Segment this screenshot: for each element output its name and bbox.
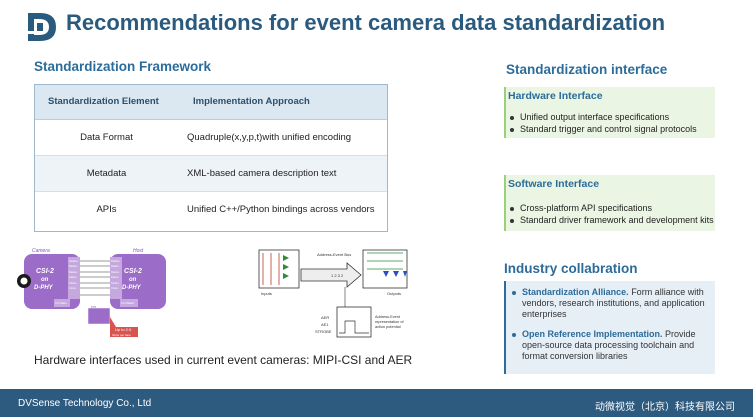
industry-box: Standardization Alliance. Form alliance …	[504, 281, 715, 374]
figure-caption: Hardware interfaces used in current even…	[34, 353, 413, 367]
bus-digits: 1 2 3 2	[331, 273, 344, 278]
csi-text: on	[129, 277, 137, 283]
input-neurons	[283, 255, 289, 279]
mipi-csi-diagram: Camera Host CSI-2 on D-PHY CSI-2 on D-PH…	[17, 248, 166, 337]
cci-master-block	[120, 299, 138, 307]
interface-heading: Standardization interface	[506, 62, 668, 77]
input-lines	[262, 253, 280, 285]
strobe-waveform	[339, 320, 369, 334]
signal-label: AE1	[321, 322, 329, 327]
list-item: Unified output interface specifications	[508, 112, 715, 124]
page-title: Recommendations for event camera data st…	[66, 10, 666, 35]
signal-block	[336, 306, 372, 338]
list-item: Open Reference Implementation. Provide o…	[510, 329, 711, 362]
hardware-interface-list: Unified output interface specifications …	[506, 102, 715, 135]
bandwidth-note: Up to 2.5	[115, 327, 132, 332]
signal-label: AER	[321, 315, 329, 320]
csi-text: CSI-2	[36, 268, 54, 275]
table-cell: Quadruple(x,y,p,t)with unified encoding	[179, 119, 387, 156]
table-row: APIs Unified C++/Python bindings across …	[34, 192, 387, 228]
hardware-interface-title: Hardware Interface	[508, 90, 603, 102]
lane-label: DataN-	[111, 264, 119, 268]
industry-item-text: Form alliance with vendors, research ins…	[522, 287, 705, 319]
table-cell: Metadata	[34, 155, 179, 192]
column-header: Standardization Element	[34, 84, 179, 120]
lane-label: DataN+	[69, 259, 78, 263]
cci-bus-block	[87, 307, 111, 325]
host-block	[110, 254, 166, 309]
cci-slave-label: CCI Slave	[55, 301, 67, 305]
csi-text: CSI-2	[124, 268, 142, 275]
output-neurons	[383, 271, 407, 277]
framework-table: Standardization Element Implementation A…	[34, 84, 387, 227]
bus-arrow	[300, 262, 362, 288]
aer-note: Address-Event	[375, 315, 401, 319]
software-interface-list: Cross-platform API specifications Standa…	[506, 190, 715, 226]
footer-company-en: DVSense Technology Co., Ltd	[18, 398, 152, 409]
framework-heading: Standardization Framework	[34, 59, 212, 74]
lane-label: Clock-	[69, 286, 76, 290]
aer-diagram: Inputs Address-Event Bus 1 2 3 2 Outputs…	[258, 249, 408, 338]
company-logo-icon	[28, 13, 56, 41]
host-lane-port	[110, 257, 122, 299]
camera-label: Camera	[32, 248, 50, 254]
lane-label: Data1-	[111, 275, 119, 279]
aer-note: representation of	[375, 320, 404, 324]
csi-text: D-PHY	[122, 285, 142, 291]
list-item: Standard trigger and control signal prot…	[508, 124, 715, 136]
industry-heading: Industry collabration	[504, 261, 638, 276]
camera-lane-port	[68, 257, 80, 299]
cci-slave-block	[54, 299, 70, 307]
bandwidth-note: Gbps per lane	[112, 333, 131, 337]
signal-label: STROBE	[315, 329, 332, 334]
lane-label: Data1+	[111, 270, 120, 274]
bus-label: Address-Event Bus	[317, 252, 351, 257]
lane-label: Data1-	[69, 275, 77, 279]
industry-item-title: Open Reference Implementation.	[522, 329, 663, 339]
lane-label: DataN+	[111, 259, 120, 263]
camera-lens-inner	[20, 277, 28, 285]
cci-master-label: CCI Master	[121, 301, 134, 305]
column-header: Implementation Approach	[179, 84, 387, 120]
industry-item-title: Standardization Alliance.	[522, 287, 629, 297]
outputs-label: Outputs	[387, 291, 401, 296]
csi-text: D-PHY	[34, 285, 54, 291]
table-row: Data Format Quadruple(x,y,p,t)with unifi…	[34, 119, 387, 156]
footer-company-cn: 动微视觉（北京）科技有限公司	[595, 402, 735, 413]
lane-label: Data1+	[69, 270, 78, 274]
lane-label: DataN-	[69, 264, 77, 268]
industry-item-text: Provide open-source data processing tool…	[522, 329, 696, 361]
footer-bar: DVSense Technology Co., Ltd 动微视觉（北京）科技有限…	[0, 389, 753, 417]
csi-text: on	[41, 277, 49, 283]
bandwidth-callout	[110, 317, 138, 337]
table-cell: Data Format	[34, 119, 179, 156]
table-cell: Unified C++/Python bindings across vendo…	[187, 204, 375, 215]
lane-label: Clock+	[69, 281, 77, 285]
software-interface-title: Software Interface	[508, 178, 600, 190]
list-item: Cross-platform API specifications	[508, 203, 715, 215]
output-lines	[367, 252, 403, 270]
host-label: Host	[133, 248, 144, 254]
lane-label: Clock-	[111, 286, 118, 290]
list-item: Standard driver framework and developmen…	[508, 215, 715, 227]
lane-label: Clock+	[111, 281, 119, 285]
hardware-interface-box: Hardware Interface Unified output interf…	[504, 87, 715, 138]
inputs-label: Inputs	[261, 291, 272, 296]
lane-wires	[80, 260, 110, 296]
table-row: Metadata XML-based camera description te…	[34, 155, 387, 192]
software-interface-box: Software Interface Cross-platform API sp…	[504, 175, 715, 231]
cci-label: CCI	[91, 305, 96, 309]
table-cell: APIs	[96, 204, 117, 215]
list-item: Standardization Alliance. Form alliance …	[510, 287, 711, 320]
aer-note: action potential	[375, 325, 401, 329]
table-cell: XML-based camera description text	[179, 155, 387, 192]
table-header-row: Standardization Element Implementation A…	[34, 84, 387, 120]
camera-block	[24, 254, 80, 309]
